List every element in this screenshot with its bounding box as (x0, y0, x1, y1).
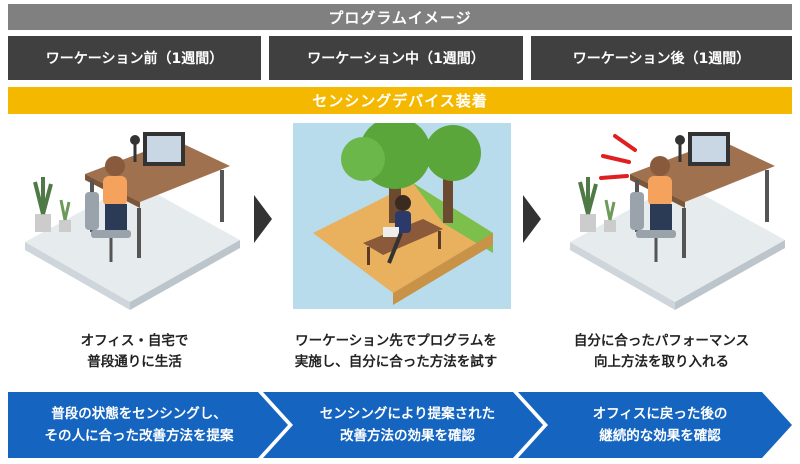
step-line: 改善方法の効果を確認 (340, 428, 475, 444)
phase-before: ワーケーション前（1週間） (8, 36, 261, 80)
chevron-step-2 (263, 392, 543, 458)
caption-during: ワーケーション先でプログラムを 実施し、自分に合った方法を試す (262, 329, 530, 375)
step-chevrons (8, 392, 792, 458)
caption-after: 自分に合ったパフォーマンス 向上方法を取り入れる (531, 329, 792, 375)
step-line: 普段の状態をセンシングし、 (51, 406, 227, 422)
chevron-step-1 (8, 392, 288, 458)
caption-before: オフィス・自宅で 普段通りに生活 (8, 329, 261, 375)
arrow-right-icon (254, 195, 272, 243)
step-line: オフィスに戻った後の (592, 406, 728, 422)
office-desk-illustration (25, 132, 240, 310)
caption-line: 実施し、自分に合った方法を試す (294, 354, 498, 370)
phase-during: ワーケーション中（1週間） (269, 36, 523, 80)
chevron-step-3 (518, 392, 792, 458)
caption-line: 向上方法を取り入れる (594, 354, 729, 370)
sensing-device-bar: センシングデバイス装着 (8, 87, 792, 114)
park-bench-illustration (293, 123, 511, 309)
phase-after: ワーケーション後（1週間） (531, 36, 792, 80)
step-3-text: オフィスに戻った後の 継続的な効果を確認 (545, 392, 775, 458)
step-2-text: センシングにより提案された 改善方法の効果を確認 (285, 392, 530, 458)
step-line: その人に合った改善方法を提案 (44, 428, 234, 444)
caption-line: 自分に合ったパフォーマンス (573, 333, 750, 349)
caption-line: ワーケーション先でプログラムを (295, 333, 497, 349)
office-improved-illustration (570, 132, 785, 310)
program-title: プログラムイメージ (8, 4, 792, 30)
caption-line: 普段通りに生活 (87, 354, 182, 370)
caption-line: オフィス・自宅で (80, 333, 189, 349)
step-line: 継続的な効果を確認 (599, 428, 721, 444)
step-line: センシングにより提案された (319, 406, 496, 422)
arrow-right-icon (523, 195, 541, 243)
step-1-text: 普段の状態をセンシングし、 その人に合った改善方法を提案 (8, 392, 270, 458)
